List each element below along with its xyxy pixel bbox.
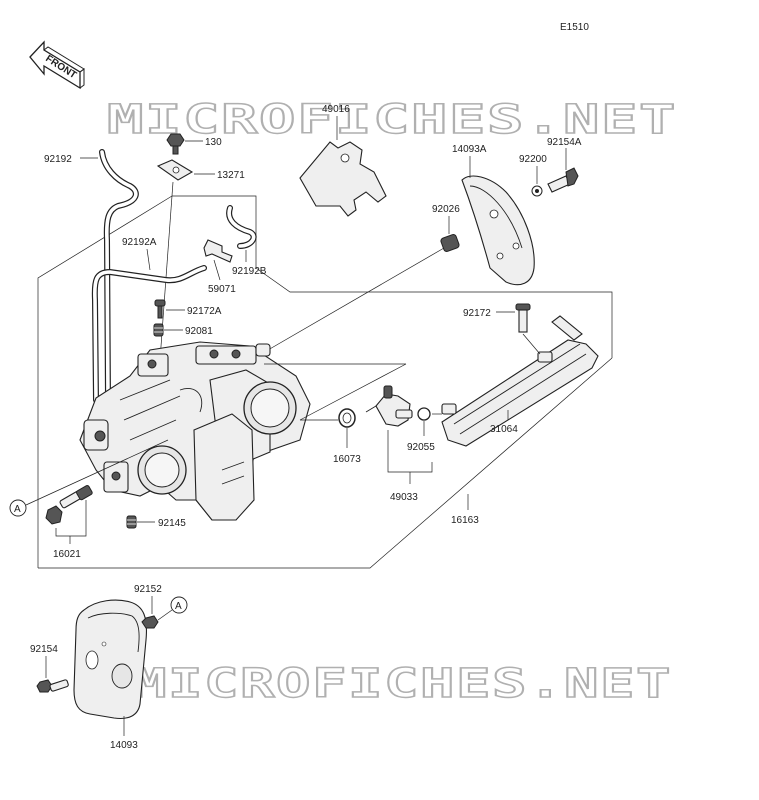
label-14093A: 14093A: [452, 144, 487, 155]
label-92026: 92026: [432, 204, 460, 215]
label-49033: 49033: [390, 492, 418, 503]
sensor-16021: [45, 485, 93, 525]
svg-text:A: A: [175, 601, 182, 612]
fuel-rail-31064: [441, 315, 599, 447]
label-92154A: 92154A: [547, 137, 582, 148]
injector-49033: [365, 385, 413, 427]
hose-92192B: [226, 205, 257, 249]
label-92145: 92145: [158, 518, 186, 529]
label-92152: 92152: [134, 584, 162, 595]
label-92200: 92200: [519, 154, 547, 165]
label-92172A: 92172A: [187, 306, 222, 317]
cover-14093A: [461, 175, 535, 286]
label-16021: 16021: [53, 549, 81, 560]
joint-59071: [203, 239, 233, 263]
callout-a-lower: A: [170, 596, 188, 614]
hose-92192A: [91, 265, 207, 403]
oring-16073: [338, 408, 356, 428]
cover-14093: [73, 599, 148, 720]
label-49016: 49016: [322, 104, 350, 115]
svg-text:A: A: [14, 504, 21, 515]
nut-92152: [141, 615, 159, 629]
hose-92192: [99, 149, 139, 403]
collar-92026: [440, 234, 460, 252]
bracket-49016: [299, 141, 387, 217]
screw-92172: [515, 303, 531, 333]
label-92154: 92154: [30, 644, 58, 655]
label-130: 130: [205, 137, 222, 148]
oring-92055: [417, 407, 431, 421]
bolt-92154A: [547, 167, 579, 193]
front-arrow-icon: FRONT: [29, 40, 85, 90]
label-16163: 16163: [451, 515, 479, 526]
label-92055: 92055: [407, 442, 435, 453]
label-59071: 59071: [208, 284, 236, 295]
bolt-130: [166, 133, 185, 155]
label-92172: 92172: [463, 308, 491, 319]
bracket-13271: [156, 159, 194, 181]
throttle-body: [79, 341, 311, 521]
figure-code: E1510: [560, 22, 589, 33]
label-16073: 16073: [333, 454, 361, 465]
callout-a-upper: A: [9, 499, 27, 517]
spring-92145: [126, 515, 137, 529]
washer-92200: [531, 185, 543, 197]
label-92192B: 92192B: [232, 266, 267, 277]
spring-92081: [153, 323, 164, 337]
label-14093: 14093: [110, 740, 138, 751]
label-92192: 92192: [44, 154, 72, 165]
watermark-top: MICROFICHES.NET: [107, 97, 677, 143]
assembly-outline: [37, 195, 613, 569]
screw-92172A: [154, 299, 166, 319]
label-13271: 13271: [217, 170, 245, 181]
label-31064: 31064: [490, 424, 518, 435]
label-92192A: 92192A: [122, 237, 157, 248]
watermark-bottom: MICROFICHES.NET: [132, 661, 672, 707]
bolt-92154: [36, 679, 69, 693]
label-92081: 92081: [185, 326, 213, 337]
